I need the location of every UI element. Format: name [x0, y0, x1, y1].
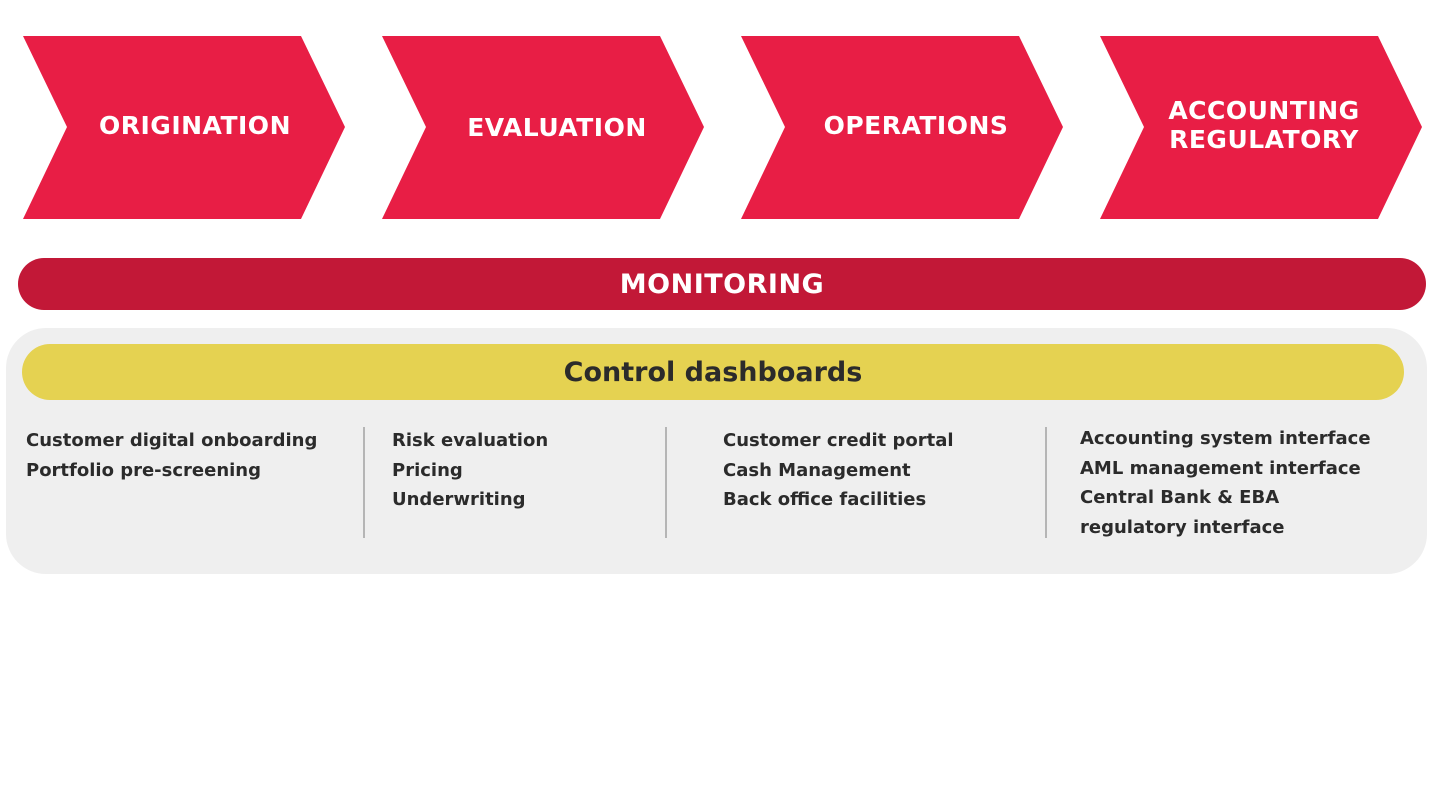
column-divider	[1045, 427, 1047, 538]
list-item: AML management interface	[1080, 457, 1361, 479]
column-accounting-regulatory: Accounting system interface AML manageme…	[1080, 424, 1371, 542]
list-item: Underwriting	[392, 489, 526, 510]
stage-label-operations: OPERATIONS	[823, 111, 1009, 140]
stage-chevron-accounting-regulatory	[1100, 36, 1422, 219]
stage-label-origination: ORIGINATION	[99, 111, 291, 140]
list-item: Pricing	[392, 459, 463, 481]
column-operations: Customer credit portal Cash Management B…	[723, 426, 954, 515]
stage-label-evaluation: EVALUATION	[467, 113, 647, 142]
list-item: regulatory interface	[1080, 516, 1285, 538]
control-dashboards-bar: Control dashboards	[22, 344, 1404, 400]
list-item: Portfolio pre-screening	[26, 459, 262, 481]
list-item: Back office facilities	[723, 489, 927, 510]
monitoring-bar: MONITORING	[18, 258, 1426, 310]
stage-label-accounting-regulatory: ACCOUNTING REGULATORY	[1168, 95, 1360, 154]
stage-chevron-evaluation	[382, 36, 704, 219]
list-item: Customer digital onboarding	[26, 430, 318, 451]
column-divider	[363, 427, 365, 538]
list-item: Customer credit portal	[723, 430, 954, 451]
stage-chevrons	[23, 36, 1422, 219]
list-item: Accounting system interface	[1080, 428, 1371, 449]
column-divider	[665, 427, 667, 538]
list-item: Central Bank & EBA	[1080, 487, 1280, 508]
stage-chevron-operations	[741, 36, 1063, 219]
column-evaluation: Risk evaluation Pricing Underwriting	[392, 426, 548, 515]
stage-chevron-origination	[23, 36, 345, 219]
column-origination: Customer digital onboarding Portfolio pr…	[26, 426, 317, 485]
list-item: Risk evaluation	[392, 430, 549, 451]
list-item: Cash Management	[723, 459, 911, 481]
